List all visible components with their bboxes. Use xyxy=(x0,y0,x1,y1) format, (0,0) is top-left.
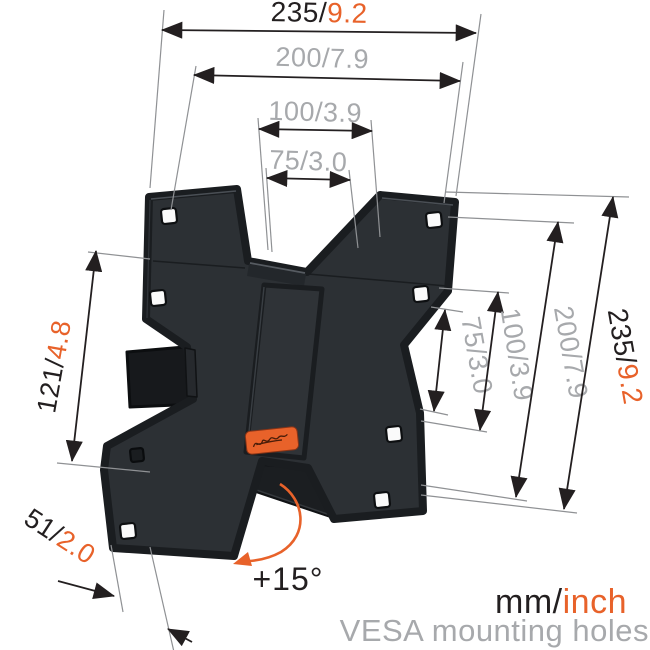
panel-edge-highlight xyxy=(246,286,265,452)
dim-top-100: 100/3.9 xyxy=(257,96,381,251)
tilt-arrowhead-icon xyxy=(233,552,252,566)
dim-line xyxy=(167,628,193,647)
legend-caption: VESA mounting holes xyxy=(340,613,649,648)
dim-right-overall: 235/9.2 xyxy=(420,191,649,514)
notch-floor-highlight xyxy=(249,262,306,274)
plate-seam-right xyxy=(307,273,448,287)
brand-badge xyxy=(244,426,300,455)
witness-line xyxy=(420,494,578,514)
dim-label-top-100: 100/3.9 xyxy=(268,96,362,128)
mount-bracket xyxy=(100,185,459,560)
dim-top-overall: 235/9.2 xyxy=(149,0,482,197)
edge-highlight-tl xyxy=(150,190,237,200)
hole-bottom-left-lower xyxy=(118,521,138,541)
top-notch-recess xyxy=(247,264,306,286)
dim-line xyxy=(65,249,103,463)
dim-line xyxy=(558,195,619,511)
dim-label-depth: 51/2.0 xyxy=(19,503,101,571)
dim-top-75: 75/3.0 xyxy=(265,145,359,253)
mounting-holes xyxy=(118,206,444,541)
tilt-label: +15° xyxy=(252,561,323,597)
dim-line xyxy=(510,220,564,499)
dim-label-top-75: 75/3.0 xyxy=(269,145,348,178)
dim-right-75: 75/3.0 xyxy=(419,306,498,416)
tilt-hinge xyxy=(184,347,198,398)
dim-line xyxy=(57,580,116,600)
witness-line xyxy=(257,117,269,251)
witness-line xyxy=(370,119,381,238)
hole-top-right-lower xyxy=(411,284,431,304)
dim-label-right-overall: 235/9.2 xyxy=(602,306,649,407)
hole-top-left-upper xyxy=(159,206,179,226)
witness-line xyxy=(149,546,175,650)
dim-label-right-75: 75/3.0 xyxy=(455,314,498,396)
witness-line xyxy=(110,544,124,613)
dim-line xyxy=(257,120,374,140)
dim-label-right-200: 200/7.9 xyxy=(548,304,594,401)
dim-line xyxy=(192,66,462,90)
hole-top-right-upper xyxy=(424,210,444,230)
hole-bottom-right-upper xyxy=(384,424,404,444)
plate-seam-left xyxy=(152,260,246,269)
edge-highlight-tr xyxy=(381,197,454,206)
dim-line xyxy=(427,308,452,413)
witness-line xyxy=(447,216,575,224)
hole-top-left-lower xyxy=(148,288,168,308)
dim-label-top-overall: 235/9.2 xyxy=(270,0,367,29)
dim-top-200: 200/7.9 xyxy=(170,42,464,211)
witness-line xyxy=(445,191,630,198)
tilt-annotation: +15° xyxy=(233,482,323,597)
legend-units: mm/inch xyxy=(495,583,627,621)
witness-line xyxy=(455,13,482,197)
hole-bottom-left-upper-dark xyxy=(129,447,145,463)
dim-line xyxy=(160,21,478,42)
dim-label-left-height: 121/4.8 xyxy=(31,318,77,415)
witness-line xyxy=(56,462,151,473)
witness-line xyxy=(170,65,197,211)
witness-line xyxy=(87,251,151,260)
witness-line xyxy=(420,484,528,502)
badge-plate xyxy=(244,426,300,455)
dim-left-height: 121/4.8 xyxy=(31,249,151,473)
dim-line xyxy=(474,290,504,432)
witness-line xyxy=(420,420,488,433)
hole-bottom-right-lower xyxy=(372,490,392,510)
tilt-arc xyxy=(249,482,302,563)
witness-line xyxy=(149,9,165,189)
dim-line xyxy=(265,169,352,189)
dim-label-top-200: 200/7.9 xyxy=(275,42,369,74)
witness-line xyxy=(443,61,464,204)
legend: mm/inch VESA mounting holes xyxy=(340,583,649,648)
badge-signature xyxy=(252,433,288,448)
